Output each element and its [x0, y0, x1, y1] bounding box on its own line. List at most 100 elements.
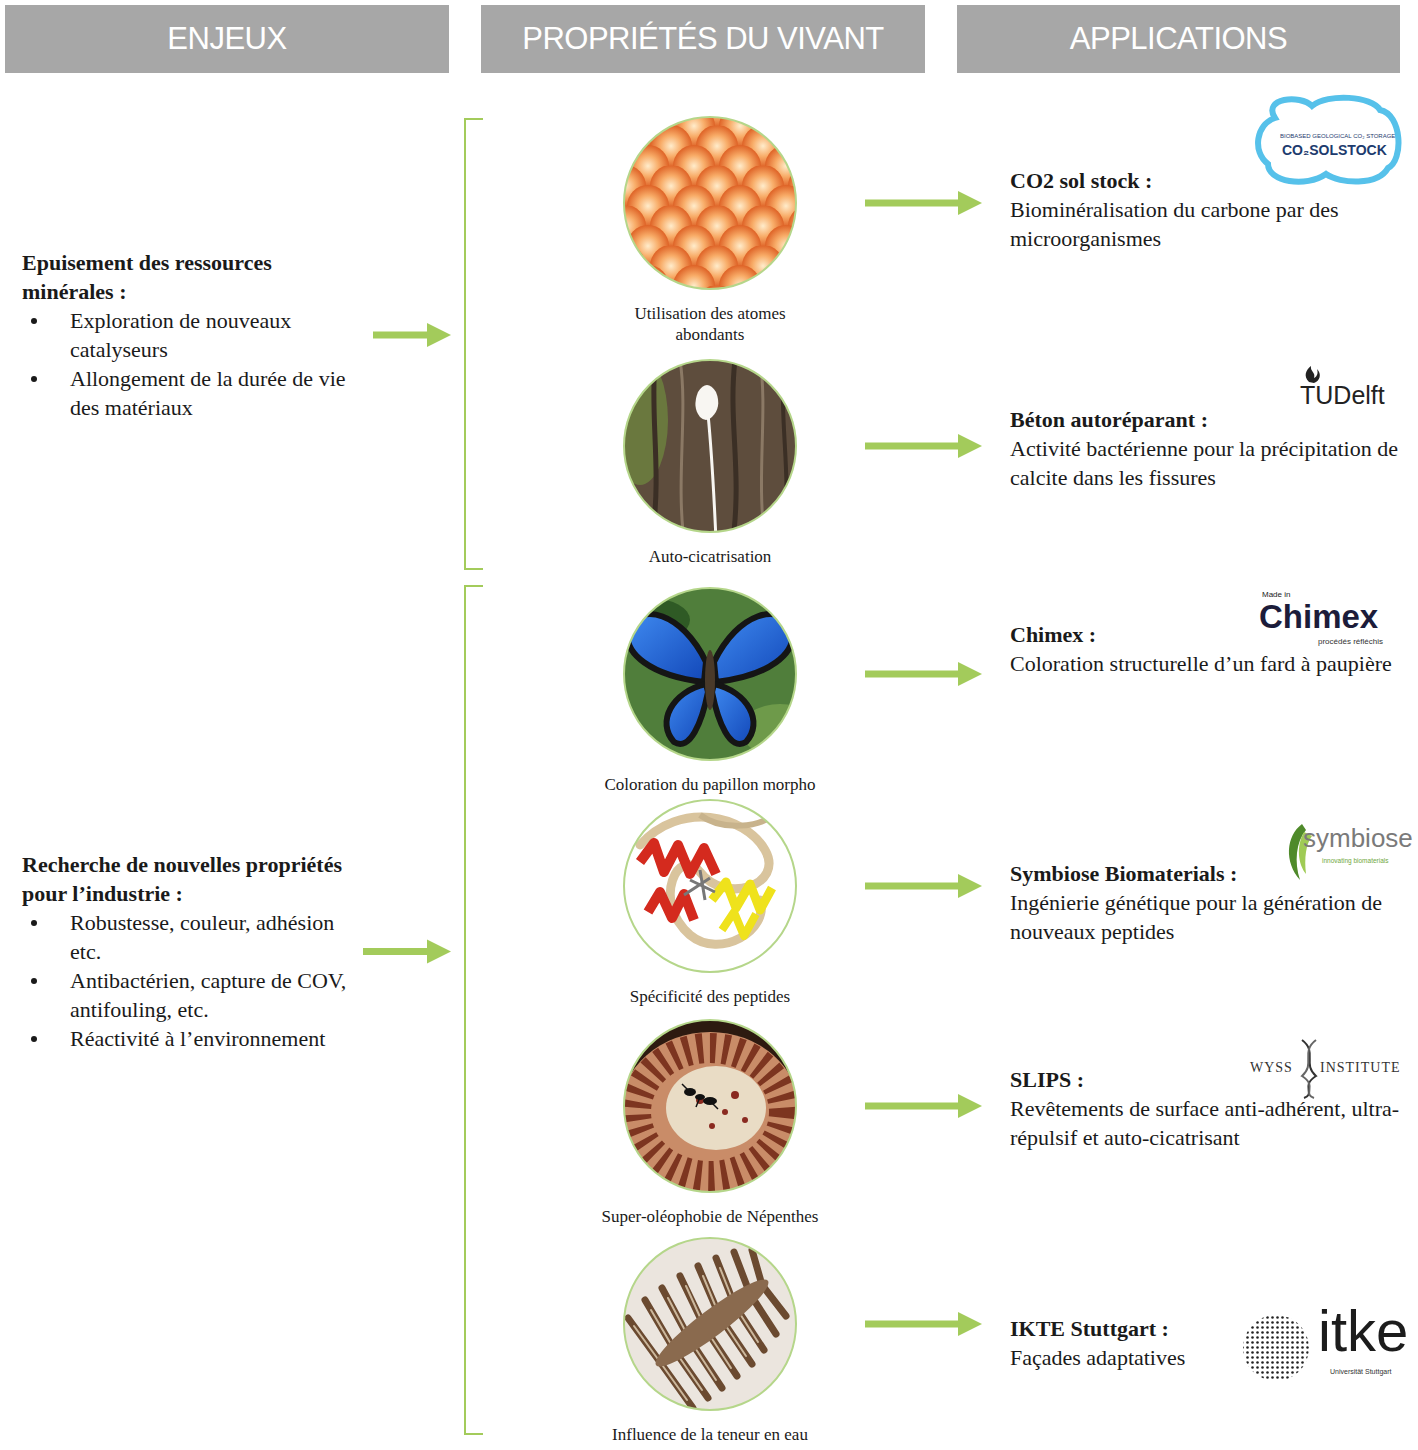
pitcher-plant-picture: [620, 1016, 800, 1196]
property-caption: Coloration du papillon morpho: [575, 774, 845, 795]
butterfly-picture: [610, 584, 820, 764]
arrow-shaft: [865, 1321, 962, 1328]
cone-picture: [620, 1234, 800, 1414]
bark-picture: [612, 355, 668, 485]
itke-dots: [1240, 1312, 1312, 1384]
property-caption: Spécificité des peptides: [575, 986, 845, 1007]
issue-block: Epuisement des ressources minérales :Exp…: [22, 248, 367, 422]
bark-picture: [783, 360, 787, 540]
honeycomb-picture: [620, 113, 800, 293]
bark-picture: [612, 355, 800, 540]
application-text: Biominéralisation du carbone par des mic…: [1010, 195, 1400, 253]
property-circle: Auto-cicatrisation: [565, 360, 855, 567]
bullet-item: Robustesse, couleur, adhésion etc.: [22, 908, 357, 966]
property-caption: Influence de la teneur en eau: [570, 1424, 850, 1445]
pitcher-plant-picture: [620, 1016, 800, 1196]
logo-text: symbiose: [1303, 824, 1413, 854]
logo-text: CO₂SOLSTOCK: [1282, 142, 1387, 158]
co2-logo-shape: [1258, 98, 1398, 182]
issue-heading: Recherche de nouvelles propriétés pour l…: [22, 850, 357, 908]
property-circle: Utilisation des atomes abondants: [565, 117, 855, 345]
arrow-shaft: [865, 883, 962, 890]
protein-picture: [712, 882, 772, 910]
application-block: IKTE Stuttgart :Façades adaptatives: [1010, 1314, 1235, 1372]
pitcher-plant-picture: [722, 1109, 728, 1115]
logo-text: innovating biomaterials: [1322, 857, 1388, 864]
logo-text: WYSS: [1250, 1060, 1293, 1076]
wyss-helix: [1302, 1040, 1316, 1098]
pitcher-plant-picture: [636, 1048, 784, 1176]
logo-text: INSTITUTE: [1320, 1060, 1401, 1076]
picture-rims: [624, 800, 796, 972]
column-header: PROPRIÉTÉS DU VIVANT: [481, 5, 925, 73]
logo-text: procédés réfléchis: [1318, 637, 1383, 646]
picture-rims: [624, 1238, 796, 1410]
application-text: Façades adaptatives: [1010, 1343, 1235, 1372]
bark-picture: [733, 360, 736, 540]
arrow-head: [958, 662, 982, 686]
bullet-text: Réactivité à l’environnement: [70, 1024, 357, 1053]
picture-rims: [624, 588, 796, 760]
pitcher-plant-picture: [620, 1032, 800, 1192]
column-header: APPLICATIONS: [957, 5, 1400, 73]
picture-rims: [624, 1020, 796, 1192]
protein-picture: [620, 796, 800, 976]
co2-logo-shape: [1258, 98, 1398, 182]
tudelft-flame: [1306, 366, 1320, 383]
issue-block: Recherche de nouvelles propriétés pour l…: [22, 850, 357, 1053]
bracket-line: [465, 586, 483, 1434]
header-text: APPLICATIONS: [1070, 21, 1287, 57]
arrow-head: [958, 874, 982, 898]
arrow-head: [958, 1094, 982, 1118]
property-circle: Spécificité des peptides: [565, 800, 855, 1007]
application-text: Activité bactérienne pour la précipitati…: [1010, 434, 1400, 492]
logo-text: BIOBASED GEOLOGICAL CO₂ STORAGE: [1280, 133, 1395, 140]
picture-rims: [624, 360, 796, 532]
pitcher-plant-picture: [666, 1066, 766, 1150]
property-bracket: Utilisation des atomes abondantsAuto-cic…: [463, 118, 863, 570]
honeycomb-picture: [620, 113, 800, 293]
header-text: ENJEUX: [167, 21, 286, 57]
arrow-connector: [865, 434, 982, 458]
arrow-connector: [865, 1312, 982, 1336]
wyss-helix: [1302, 1040, 1316, 1098]
bullet-dot: [31, 376, 37, 382]
tudelft-flame: [1306, 366, 1320, 383]
butterfly-picture: [620, 584, 800, 764]
bullet-text: Antibactérien, capture de COV, antifouli…: [70, 966, 357, 1024]
bullet-item: Allongement de la durée de vie des matér…: [22, 364, 367, 422]
bullet-item: Exploration de nouveaux catalyseurs: [22, 306, 367, 364]
arrow-head: [427, 940, 451, 964]
pitcher-plant-picture: [709, 1123, 715, 1129]
bullet-text: Robustesse, couleur, adhésion etc.: [70, 908, 357, 966]
arrow-head: [427, 323, 451, 347]
application-block: Symbiose Biomaterials :Ingénierie généti…: [1010, 859, 1400, 946]
arrow-head: [958, 1312, 982, 1336]
bullet-item: Antibactérien, capture de COV, antifouli…: [22, 966, 357, 1024]
bullet-dot: [31, 978, 37, 984]
logo-text: itke: [1318, 1302, 1408, 1360]
arrow-connector: [865, 874, 982, 898]
protein-picture: [640, 843, 716, 874]
arrow-shaft: [865, 671, 962, 678]
application-block: SLIPS :Revêtements de surface anti-adhér…: [1010, 1065, 1400, 1152]
property-caption: Auto-cicatrisation: [575, 546, 845, 567]
logo-text: TUDelft: [1300, 381, 1385, 410]
arrow-connector: [363, 940, 451, 964]
protein-picture: [722, 912, 756, 936]
application-title: IKTE Stuttgart :: [1010, 1314, 1235, 1343]
bullet-item: Réactivité à l’environnement: [22, 1024, 357, 1053]
pitcher-plant-picture: [682, 1084, 718, 1109]
protein-picture: [684, 870, 715, 900]
itke-dots: [1240, 1312, 1312, 1384]
cone-picture: [648, 1270, 775, 1375]
logo-text: Chimex: [1259, 598, 1378, 636]
issue-heading: Epuisement des ressources minérales :: [22, 248, 367, 306]
wyss-helix: [1302, 1040, 1316, 1098]
protein-picture: [620, 796, 800, 976]
bullet-dot: [31, 1036, 37, 1042]
picture-rims: [624, 117, 796, 289]
arrow-connector: [865, 191, 982, 215]
property-caption: Super-oléophobie de Népenthes: [570, 1206, 850, 1227]
